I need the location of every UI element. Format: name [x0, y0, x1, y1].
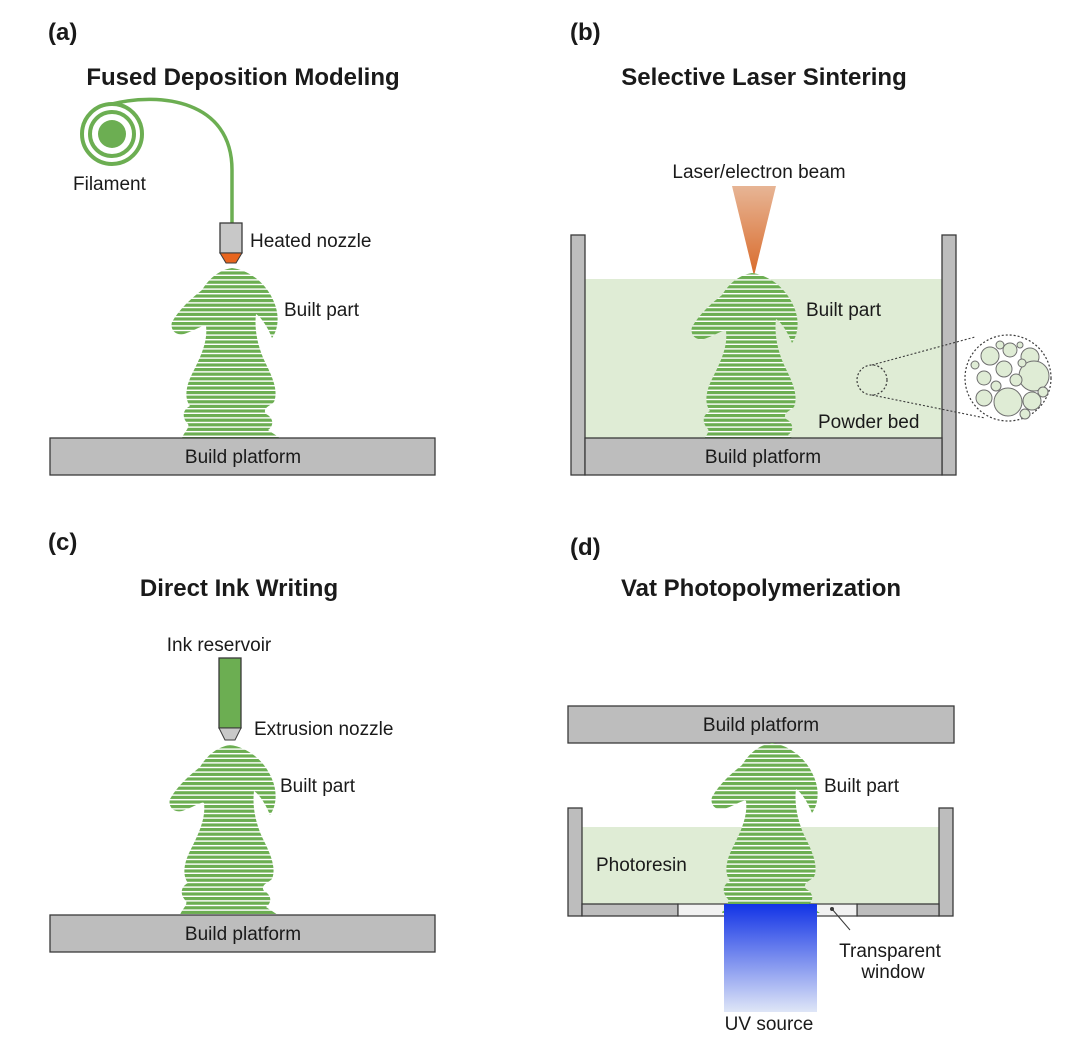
window-leader-dot [830, 907, 834, 911]
ink-reservoir-icon [218, 657, 242, 741]
right-wall-b [941, 234, 957, 476]
built-part-c-label: Built part [280, 776, 356, 797]
laser-label: Laser/electron beam [672, 162, 845, 183]
laser-beam-icon [732, 186, 776, 276]
panel-c-title: Direct Ink Writing [140, 575, 338, 602]
uv-source-label: UV source [725, 1014, 814, 1035]
build-platform-d [567, 705, 955, 744]
window-leader-line [831, 908, 851, 931]
panel-c-letter: (c) [48, 529, 77, 556]
build-platform-c [49, 914, 436, 953]
build-platform-a [49, 437, 436, 476]
built-part-c [169, 745, 278, 915]
panel-a-letter: (a) [48, 19, 77, 46]
panel-c: (c) Direct Ink Writing Ink reservoir Ext… [48, 529, 436, 953]
build-platform-b [584, 437, 943, 476]
left-wall-b [570, 234, 586, 476]
build-platform-c-label: Build platform [185, 924, 301, 945]
panel-a: (a) Fused Deposition Modeling Filament H… [48, 19, 436, 476]
transparent-window-label-line2: window [860, 962, 925, 983]
panel-b-title: Selective Laser Sintering [621, 64, 906, 91]
filament-label: Filament [73, 174, 147, 195]
left-wall-d [567, 807, 583, 917]
heated-nozzle-label: Heated nozzle [250, 231, 371, 252]
vat-floor-right [856, 903, 940, 917]
build-platform-d-label: Build platform [703, 715, 819, 736]
panel-d: (d) Vat Photopolymerization Build platfo… [567, 534, 955, 1035]
build-platform-b-label: Build platform [705, 447, 821, 468]
built-part-b-label: Built part [806, 300, 882, 321]
ink-reservoir-label: Ink reservoir [167, 635, 272, 656]
transparent-window-label-line1: Transparent [839, 941, 941, 962]
panel-a-title: Fused Deposition Modeling [86, 64, 399, 91]
photoresin-label: Photoresin [596, 855, 687, 876]
extrusion-nozzle-label: Extrusion nozzle [254, 719, 393, 740]
uv-light-icon [724, 904, 817, 1012]
built-part-d-label: Built part [824, 776, 900, 797]
right-wall-d [938, 807, 954, 917]
knight-stripes [171, 268, 280, 438]
filament-spool-icon [80, 97, 234, 224]
vat-floor-left [581, 903, 679, 917]
panel-b-letter: (b) [570, 19, 601, 46]
powder-bed-label: Powder bed [818, 412, 919, 433]
built-part-a-label: Built part [284, 300, 360, 321]
knight-stripes [169, 745, 278, 915]
built-part-a [171, 268, 280, 438]
powder-magnifier-icon [856, 334, 1052, 422]
panel-d-letter: (d) [570, 534, 601, 561]
panel-d-title: Vat Photopolymerization [621, 575, 901, 602]
build-platform-a-label: Build platform [185, 447, 301, 468]
heated-nozzle-icon [219, 222, 243, 264]
panel-b: (b) Selective Laser Sintering Laser/elec… [570, 19, 1052, 476]
